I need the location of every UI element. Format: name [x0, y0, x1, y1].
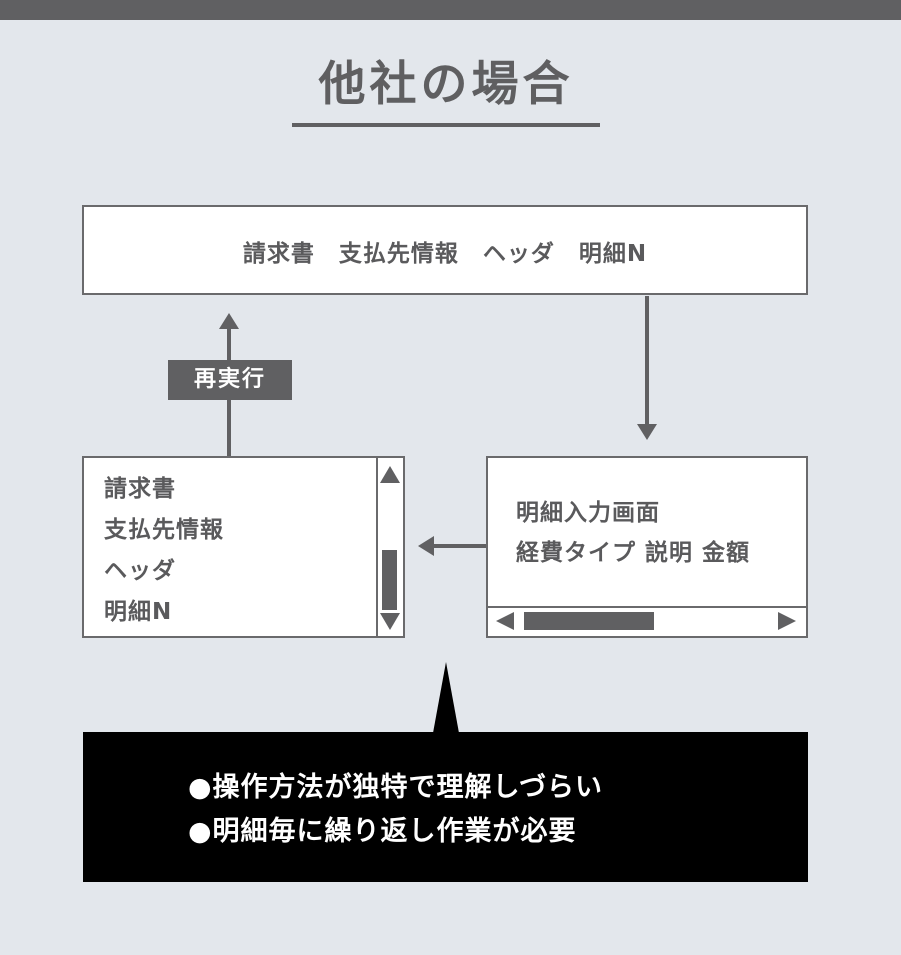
- title-underline: [292, 123, 600, 127]
- issue-item: ●操作方法が独特で理解しづらい: [188, 772, 603, 803]
- vertical-scrollbar[interactable]: [376, 458, 403, 636]
- horizontal-scrollbar[interactable]: [488, 606, 806, 636]
- issue-item: ●明細毎に繰り返し作業が必要: [188, 816, 577, 847]
- issues-list: ●操作方法が独特で理解しづらい ●明細毎に繰り返し作業が必要: [188, 768, 603, 856]
- list: 請求書 支払先情報 ヘッダ 明細N: [104, 472, 224, 636]
- scroll-up-arrow-icon[interactable]: [380, 466, 400, 483]
- list-item[interactable]: ヘッダ: [104, 558, 176, 584]
- detail-entry-text: 明細入力画面 経費タイプ 説明 金額: [516, 496, 750, 576]
- scroll-left-arrow-icon[interactable]: [496, 612, 514, 630]
- list-window: 請求書 支払先情報 ヘッダ 明細N: [82, 456, 405, 638]
- detail-screen-title: 明細入力画面: [516, 500, 660, 526]
- list-item[interactable]: 明細N: [104, 599, 173, 625]
- invoice-summary-box: 請求書 支払先情報 ヘッダ 明細N: [82, 205, 808, 295]
- arrow-up-head: [219, 313, 239, 329]
- list-item[interactable]: 請求書: [104, 476, 176, 502]
- scroll-down-arrow-icon[interactable]: [380, 613, 400, 630]
- detail-columns: 経費タイプ 説明 金額: [516, 540, 751, 566]
- callout-pointer: [433, 662, 459, 733]
- issues-callout: ●操作方法が独特で理解しづらい ●明細毎に繰り返し作業が必要: [83, 732, 808, 882]
- page-title: 他社の場合: [318, 57, 574, 112]
- vertical-scroll-thumb[interactable]: [382, 550, 397, 610]
- invoice-summary-text: 請求書 支払先情報 ヘッダ 明細N: [242, 241, 648, 267]
- rerun-label: 再実行: [168, 360, 292, 400]
- scroll-right-arrow-icon[interactable]: [778, 612, 796, 630]
- horizontal-scroll-thumb[interactable]: [524, 612, 654, 630]
- arrow-left-head: [418, 536, 434, 556]
- detail-entry-window: 明細入力画面 経費タイプ 説明 金額: [486, 456, 808, 638]
- top-bar: [0, 0, 901, 20]
- arrow-down-head: [637, 424, 657, 440]
- list-item[interactable]: 支払先情報: [104, 517, 224, 543]
